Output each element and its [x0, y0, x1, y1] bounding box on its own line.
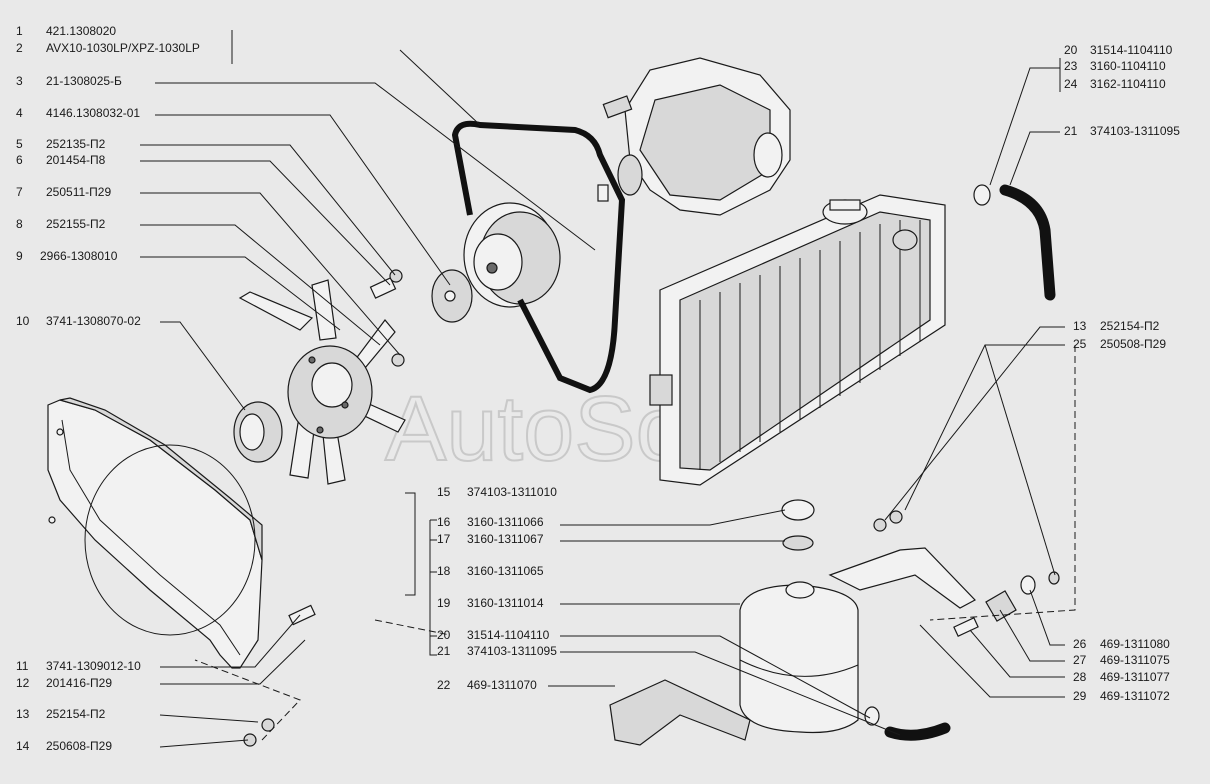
- callout-part-code: 3741-1308070-02: [46, 314, 141, 328]
- expansion-tank: [739, 499, 859, 734]
- callout-number: 23: [1064, 59, 1078, 73]
- callout-part-code: 21-1308025-Б: [46, 74, 122, 88]
- callout-number: 5: [16, 137, 23, 151]
- callout-part-code: AVX10-1030LP/XPZ-1030LP: [46, 41, 200, 55]
- callout-part-code: 3160-1104110: [1090, 59, 1166, 73]
- callout-number: 6: [16, 153, 23, 167]
- nut: [873, 518, 887, 532]
- callout-part-code: 201416-П29: [46, 676, 112, 690]
- callout-number: 29: [1073, 689, 1087, 703]
- callout-part-code: 3741-1309012-10: [46, 659, 141, 673]
- tank-strap: [828, 547, 976, 609]
- callout-number: 16: [437, 515, 451, 529]
- callout-part-code: 421.1308020: [46, 24, 116, 38]
- callout-number: 17: [437, 532, 451, 546]
- water-pump: [597, 57, 791, 216]
- callout-number: 8: [16, 217, 23, 231]
- callout-part-code: 250511-П29: [46, 185, 111, 199]
- callout-number: 25: [1073, 337, 1087, 351]
- callout-number: 28: [1073, 670, 1087, 684]
- callout-number: 11: [16, 659, 29, 673]
- callout-labels: 1 421.1308020 2 AVX10-1030LP/XPZ-1030LP 3 21-…: [16, 24, 1180, 753]
- callout-part-code: 250608-П29: [46, 739, 112, 753]
- callout-part-code: 3160-1311067: [467, 532, 544, 546]
- callout-part-code: 252155-П2: [46, 217, 106, 231]
- callout-part-code: 374103-1311010: [467, 485, 557, 499]
- callout-number: 7: [16, 185, 23, 199]
- callout-part-code: 469-1311075: [1100, 653, 1170, 667]
- callout-part-code: 252154-П2: [1100, 319, 1160, 333]
- callout-number: 1: [16, 24, 23, 38]
- callout-number: 27: [1073, 653, 1087, 667]
- callout-number: 4: [16, 106, 23, 120]
- callout-number: 24: [1064, 77, 1078, 91]
- callout-number: 14: [16, 739, 30, 753]
- leader-lines-center: [374, 492, 901, 736]
- callout-number: 3: [16, 74, 23, 88]
- callout-part-code: 3160-1311066: [467, 515, 544, 529]
- callout-part-code: 252154-П2: [46, 707, 106, 721]
- callout-number: 13: [1073, 319, 1087, 333]
- tank-spring: [953, 571, 1060, 637]
- callout-number: 26: [1073, 637, 1087, 651]
- callout-number: 20: [437, 628, 451, 642]
- callout-part-code: 469-1311072: [1100, 689, 1170, 703]
- callout-part-code: 31514-1104110: [1090, 43, 1173, 57]
- shroud-washer: [261, 718, 275, 732]
- tank-bracket: [609, 679, 751, 746]
- callout-part-code: 252135-П2: [46, 137, 106, 151]
- radiator-hose: [999, 184, 1056, 301]
- fan-shroud: [47, 397, 263, 669]
- callout-number: 21: [1064, 124, 1078, 138]
- callout-number: 22: [437, 678, 451, 692]
- callout-number: 2: [16, 41, 23, 55]
- callout-number: 19: [437, 596, 451, 610]
- washer: [889, 510, 903, 524]
- callout-number: 12: [16, 676, 30, 690]
- callout-part-code: 2966-1308010: [40, 249, 118, 263]
- shroud-bolt: [288, 604, 316, 626]
- fan-spacer: [369, 269, 473, 367]
- callout-number: 10: [16, 314, 30, 328]
- callout-part-code: 201454-П8: [46, 153, 106, 167]
- callout-number: 13: [16, 707, 30, 721]
- callout-part-code: 469-1311070: [467, 678, 537, 692]
- callout-number: 21: [437, 644, 451, 658]
- callout-part-code: 4146.1308032-01: [46, 106, 140, 120]
- callout-number: 18: [437, 564, 451, 578]
- fan: [233, 279, 406, 485]
- callout-part-code: 3160-1311065: [467, 564, 544, 578]
- callout-part-code: 374103-1311095: [467, 644, 557, 658]
- drive-belt: [451, 120, 626, 394]
- radiator: [649, 194, 946, 486]
- callout-part-code: 3160-1311014: [467, 596, 544, 610]
- callout-number: 20: [1064, 43, 1078, 57]
- callout-part-code: 31514-1104110: [467, 628, 550, 642]
- callout-number: 9: [16, 249, 23, 263]
- callout-part-code: 374103-1311095: [1090, 124, 1180, 138]
- callout-part-code: 469-1311080: [1100, 637, 1170, 651]
- callout-part-code: 3162-1104110: [1090, 77, 1166, 91]
- hose-clamp-lower: [864, 706, 880, 726]
- leader-lines-right: [884, 58, 1076, 698]
- callout-part-code: 469-1311077: [1100, 670, 1170, 684]
- hose-clamp-upper: [973, 184, 991, 206]
- callout-number: 15: [437, 485, 451, 499]
- callout-part-code: 250508-П29: [1100, 337, 1166, 351]
- leader-lines-left: [140, 30, 596, 748]
- pulley: [463, 202, 561, 308]
